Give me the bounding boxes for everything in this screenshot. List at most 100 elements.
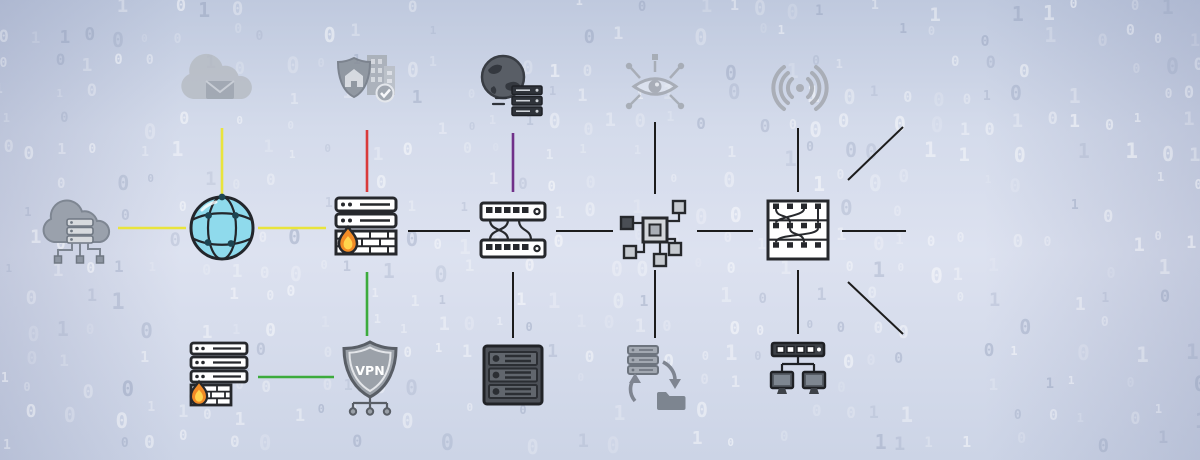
binary-digit: 1 [634, 315, 646, 338]
binary-digit: 0 [758, 290, 767, 307]
binary-digit: 1 [870, 0, 879, 13]
binary-digit: 0 [956, 289, 964, 304]
binary-digit: 1 [81, 55, 93, 77]
binary-digit: 0 [468, 119, 476, 133]
binary-digit: 1 [1183, 108, 1195, 131]
binary-digit: 0 [147, 171, 154, 185]
binary-digit: 0 [259, 262, 270, 282]
binary-digit: 0 [1019, 315, 1032, 340]
binary-digit: 0 [175, 0, 187, 16]
binary-digit: 1 [320, 312, 330, 331]
binary-digit: 1 [1133, 110, 1142, 125]
binary-digit: 1 [633, 142, 642, 157]
binary-digit: 1 [1044, 22, 1057, 47]
binary-digit: 1 [929, 3, 941, 26]
binary-digit: 0 [463, 313, 476, 336]
binary-digit: 1 [1067, 374, 1075, 388]
binary-digit: 0 [837, 380, 846, 397]
binary-digit: 0 [1183, 83, 1195, 104]
binary-digit: 1 [786, 58, 799, 83]
binary-digit: 0 [846, 403, 856, 423]
binary-digit: 0 [235, 376, 244, 393]
binary-digit: 1 [554, 203, 565, 223]
binary-digit: 1 [231, 261, 243, 283]
binary-digit: 1 [899, 22, 908, 38]
binary-digit: 0 [0, 55, 8, 71]
binary-digit: 0 [670, 172, 678, 186]
binary-digit: 0 [723, 229, 733, 246]
binary-digit: 0 [893, 203, 902, 220]
server-rack-icon [482, 344, 544, 406]
binary-digit: 0 [873, 233, 885, 256]
binary-digit: 1 [613, 23, 624, 44]
binary-digit: 0 [811, 400, 822, 420]
binary-digit: 0 [143, 432, 155, 454]
binary-digit: 0 [85, 322, 95, 338]
binary-digit: 1 [988, 289, 1001, 312]
binary-digit: 1 [516, 289, 527, 310]
binary-digit: 1 [372, 143, 384, 165]
binary-digit: 1 [988, 374, 999, 394]
binary-digit: 0 [1132, 61, 1141, 77]
binary-digit: 0 [525, 320, 533, 335]
binary-digit: 1 [435, 341, 443, 355]
binary-digit: 1 [30, 27, 41, 47]
binary-digit: 0 [984, 119, 995, 140]
binary-digit: 0 [140, 319, 153, 344]
binary-digit: 0 [266, 170, 276, 190]
binary-digit: 1 [198, 0, 211, 23]
binary-digit: 0 [700, 372, 709, 389]
binary-digit: 1 [576, 312, 587, 333]
binary-digit: 1 [982, 88, 991, 104]
binary-digit: 0 [234, 59, 246, 80]
binary-digit: 0 [202, 260, 212, 279]
binary-digit: 0 [323, 22, 336, 47]
binary-digit: 0 [287, 118, 294, 132]
diagram-nodes [42, 52, 830, 417]
lan-monitors-icon [769, 341, 827, 396]
binary-digit: 0 [1125, 21, 1135, 40]
binary-digit: 1 [962, 432, 972, 451]
binary-digit: 0 [897, 261, 905, 275]
binary-digit: 0 [402, 139, 413, 160]
binary-digit: 1 [1045, 375, 1055, 392]
binary-digit: 1 [757, 234, 767, 253]
binary-digit: 1 [5, 262, 13, 276]
binary-digit: 0 [405, 226, 419, 251]
binary-digit: 1 [893, 432, 906, 455]
binary-digit: 1 [56, 86, 64, 100]
network-switches-icon [479, 201, 547, 259]
binary-digit: 1 [461, 342, 473, 363]
binary-digit: 0 [806, 317, 814, 331]
binary-digit: 0 [27, 321, 40, 346]
binary-digit: 0 [317, 402, 325, 417]
binary-digit: 1 [724, 340, 738, 365]
binary-digit: 1 [488, 168, 499, 188]
binary-digit: 1 [868, 402, 879, 423]
binary-digit: 0 [723, 167, 736, 192]
binary-digit: 0 [466, 401, 474, 414]
binary-digit: 0 [86, 80, 98, 101]
binary-digit: 0 [606, 434, 620, 460]
binary-digit: 0 [985, 53, 996, 74]
binary-digit: 0 [779, 428, 789, 445]
binary-digit: 0 [322, 374, 333, 394]
binary-digit: 0 [894, 348, 904, 367]
binary-digit: 1 [924, 434, 933, 451]
binary-digit: 1 [147, 399, 156, 415]
binary-digit: 1 [613, 400, 626, 425]
binary-digit: 1 [720, 283, 733, 308]
binary-digit: 0 [845, 138, 858, 163]
binary-digit: 0 [60, 109, 69, 126]
binary-digit: 0 [317, 55, 325, 70]
binary-digit: 0 [120, 435, 129, 451]
binary-digit: 0 [610, 256, 623, 281]
binary-digit: 0 [956, 231, 965, 247]
patch-panel-icon [766, 199, 830, 261]
binary-digit: 0 [352, 431, 363, 452]
binary-digit: 0 [1194, 374, 1200, 395]
binary-digit: 1 [579, 142, 587, 157]
binary-digit: 0 [951, 53, 960, 70]
binary-digit: 0 [754, 0, 767, 21]
binary-digit: 0 [1103, 206, 1114, 227]
